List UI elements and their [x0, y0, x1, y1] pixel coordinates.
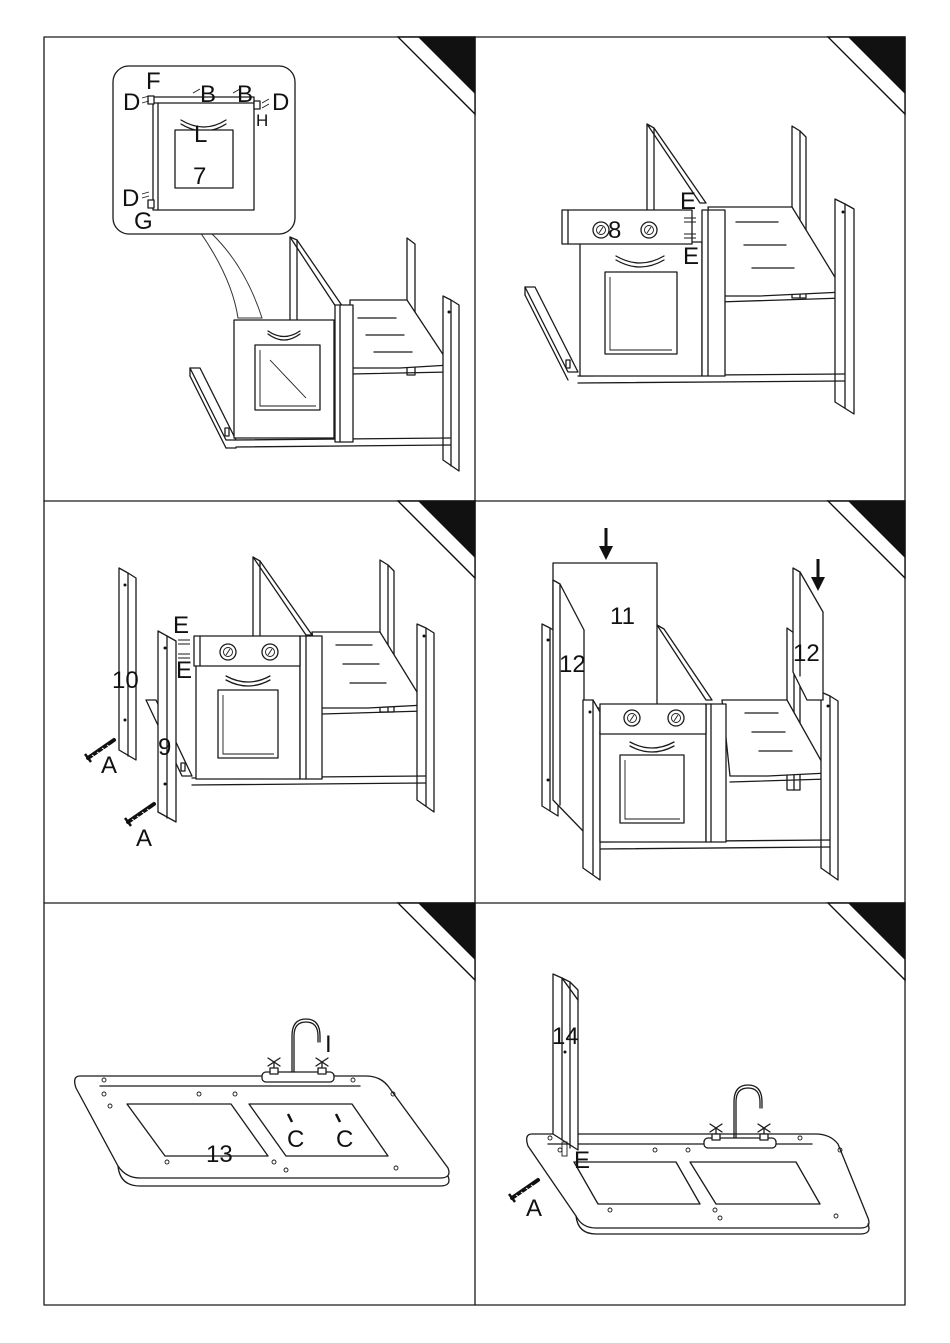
step-3-panel: 10 9 E E A A	[85, 557, 434, 852]
label-E1: E	[680, 188, 696, 215]
step-1-panel: F D B B D H L 7 D G	[113, 66, 459, 471]
screw-A2-icon	[125, 804, 154, 826]
label-B2: B	[237, 81, 253, 108]
label-E2: E	[176, 657, 192, 684]
part-number-7: 7	[193, 163, 206, 190]
label-L: L	[194, 121, 207, 148]
label-C2: C	[336, 1126, 353, 1153]
part-number-11: 11	[610, 603, 635, 630]
label-E: E	[574, 1147, 590, 1174]
knob-left-icon	[624, 710, 640, 726]
oven-front-panel	[234, 320, 334, 438]
label-A2: A	[136, 825, 152, 852]
label-E1: E	[173, 612, 189, 639]
part-number-8: 8	[608, 217, 621, 244]
part-number-14: 14	[552, 1023, 579, 1050]
step-6-panel: 14 E A	[509, 974, 869, 1234]
knob-left-icon	[593, 222, 609, 238]
label-A: A	[526, 1195, 542, 1222]
label-A1: A	[101, 752, 117, 779]
step-4-panel: 11 12 12	[542, 528, 838, 880]
step-5-panel: C C 13 I	[75, 1019, 449, 1186]
part-number-10: 10	[112, 667, 139, 694]
down-arrow-icon	[599, 546, 613, 560]
knob-right-icon	[262, 644, 278, 660]
down-arrow-icon	[811, 577, 825, 591]
label-I: I	[325, 1031, 332, 1058]
label-D1: D	[123, 89, 140, 116]
label-D2: D	[272, 89, 289, 116]
part-number-9: 9	[158, 734, 171, 761]
part-number-12-left: 12	[559, 651, 586, 678]
label-G: G	[134, 208, 153, 235]
step-2-panel: 8 E E	[525, 124, 854, 414]
knob-right-icon	[668, 710, 684, 726]
label-E2: E	[683, 243, 699, 270]
faucet-icon	[262, 1019, 334, 1082]
label-F: F	[146, 68, 161, 95]
label-B1: B	[200, 81, 216, 108]
knob-right-icon	[641, 222, 657, 238]
part-number-12-right: 12	[793, 640, 820, 667]
knob-left-icon	[220, 644, 236, 660]
faucet-icon	[704, 1085, 776, 1148]
label-H: H	[256, 111, 268, 130]
part-number-13: 13	[206, 1141, 233, 1168]
label-C1: C	[287, 1126, 304, 1153]
